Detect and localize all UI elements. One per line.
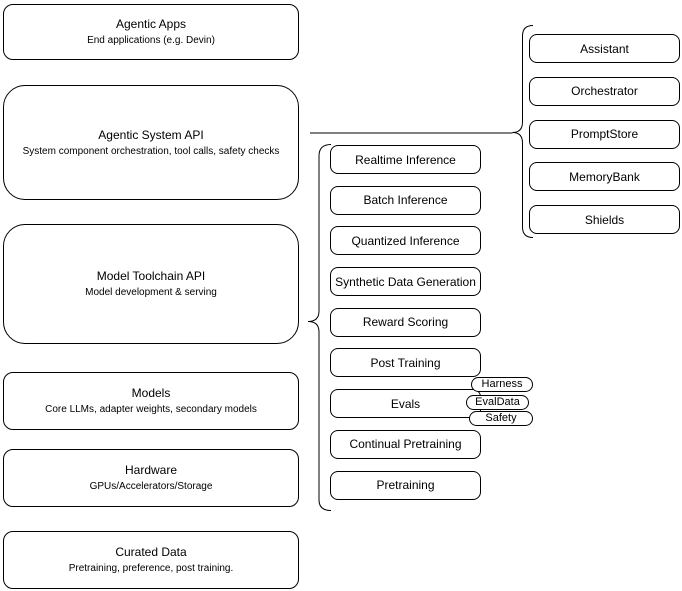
node-synthetic-data-generation: Synthetic Data Generation [330,267,481,297]
node-title: Hardware [124,463,178,477]
node-hardware: Hardware GPUs/Accelerators/Storage [3,449,299,507]
node-title: Curated Data [115,545,187,559]
node-reward-scoring: Reward Scoring [330,307,481,337]
node-assistant: Assistant [529,34,680,63]
node-memorybank: MemoryBank [529,162,680,192]
node-pretraining: Pretraining [330,470,481,500]
node-subtitle: Model development & serving [85,287,217,298]
node-title: Model Toolchain API [96,269,206,283]
node-promptstore: PromptStore [529,119,680,149]
node-models: Models Core LLMs, adapter weights, secon… [3,372,299,430]
node-title: Models [131,386,171,400]
node-realtime-inference: Realtime Inference [330,145,481,174]
tag-evaldata: EvalData [466,395,529,410]
node-post-training: Post Training [330,348,481,378]
node-agentic-system-api: Agentic System API System component orch… [3,85,299,200]
node-subtitle: System component orchestration, tool cal… [22,145,280,157]
node-quantized-inference: Quantized Inference [330,226,481,256]
node-agentic-apps: Agentic Apps End applications (e.g. Devi… [3,4,299,60]
toolchain-items-column: Realtime Inference Batch Inference Quant… [330,145,481,500]
tag-harness: Harness [471,377,533,392]
node-shields: Shields [529,205,680,235]
node-curated-data: Curated Data Pretraining, preference, po… [3,531,299,589]
node-batch-inference: Batch Inference [330,185,481,215]
node-subtitle: Core LLMs, adapter weights, secondary mo… [45,404,257,415]
node-title: Agentic Apps [115,17,187,31]
system-components-column: Assistant Orchestrator PromptStore Memor… [529,34,680,235]
node-subtitle: End applications (e.g. Devin) [87,35,215,46]
node-continual-pretraining: Continual Pretraining [330,429,481,459]
node-evals: Evals [330,389,481,419]
node-subtitle: Pretraining, preference, post training. [68,563,234,574]
tag-safety: Safety [469,411,533,426]
node-orchestrator: Orchestrator [529,76,680,106]
node-model-toolchain-api: Model Toolchain API Model development & … [3,224,299,344]
node-title: Agentic System API [98,127,204,142]
node-subtitle: GPUs/Accelerators/Storage [89,481,213,492]
toolchain-items-brace [307,144,332,511]
